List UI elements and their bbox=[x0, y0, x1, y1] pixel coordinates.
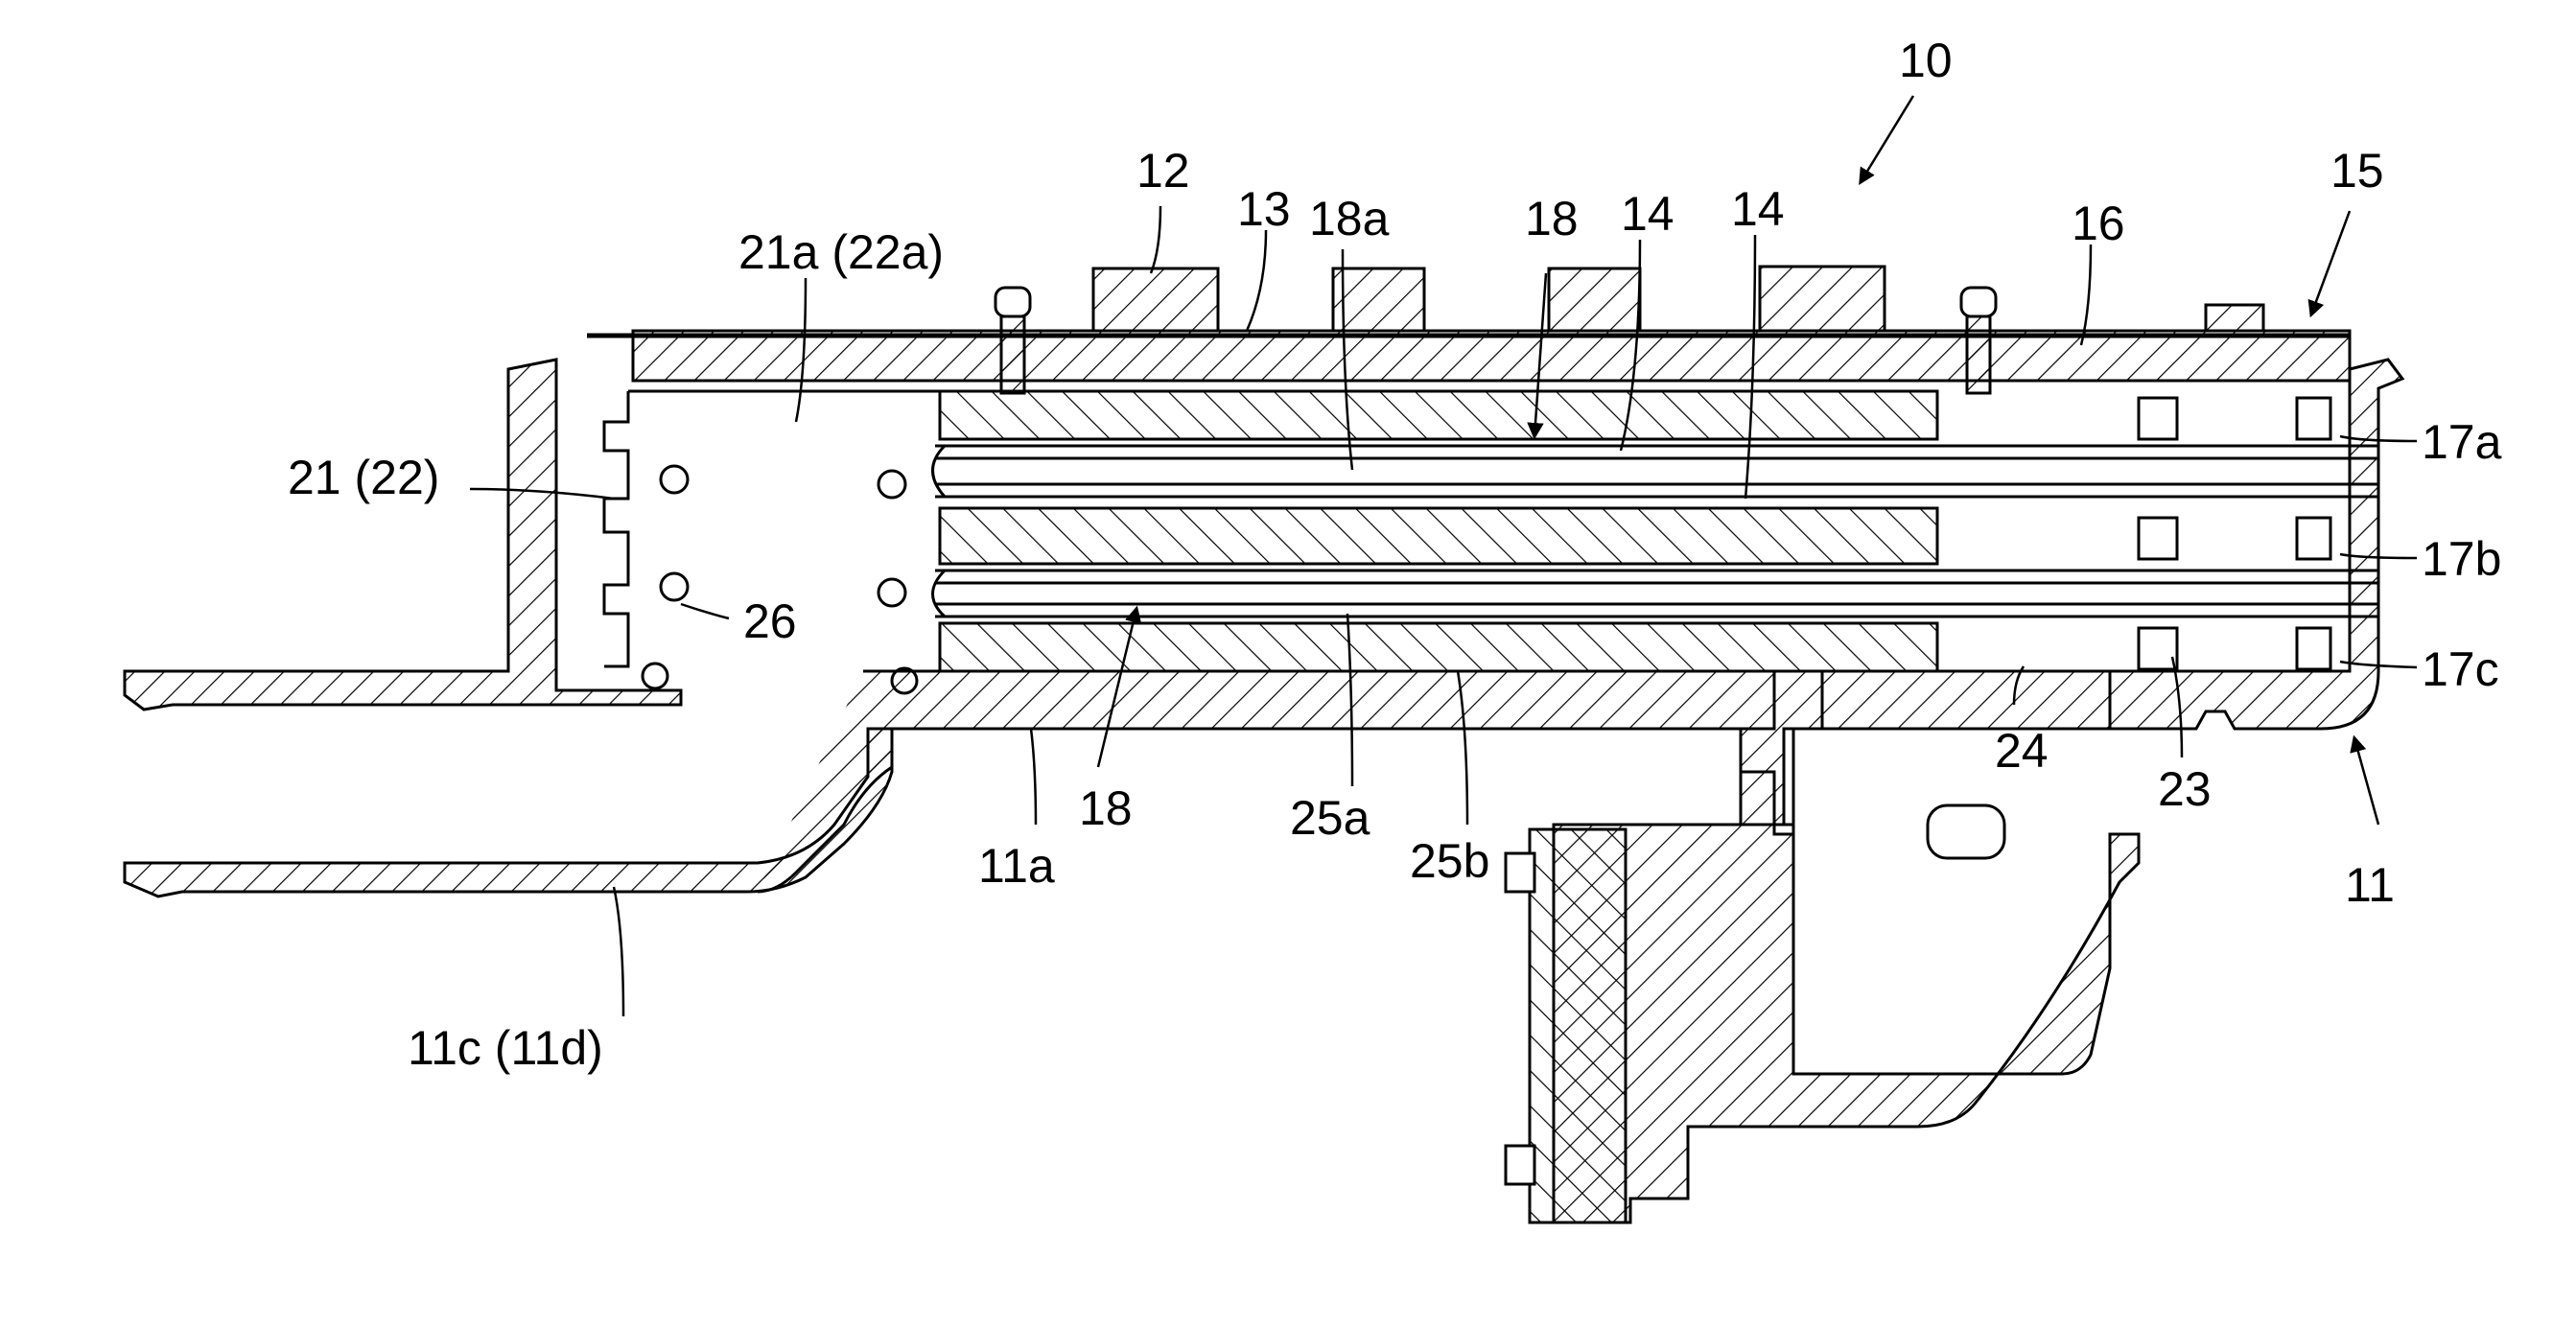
arm-upper-left bbox=[125, 360, 681, 710]
top-block-center bbox=[1333, 268, 1424, 331]
screw-right bbox=[1961, 288, 1996, 393]
seal-26-b bbox=[661, 573, 688, 600]
top-block-edge bbox=[2206, 305, 2263, 331]
label-17b: 17b bbox=[2422, 532, 2501, 586]
label-25a: 25a bbox=[1290, 791, 1370, 845]
leader-12 bbox=[1151, 206, 1160, 273]
top-block-right bbox=[1549, 268, 1640, 331]
spacer-17a-group bbox=[2139, 398, 2330, 439]
connector-face bbox=[1530, 829, 1626, 1222]
label-25b: 25b bbox=[1410, 834, 1489, 888]
label-21a: 21a (22a) bbox=[738, 225, 944, 279]
label-11a: 11a bbox=[978, 839, 1055, 893]
label-17a: 17a bbox=[2422, 415, 2502, 469]
label-26: 26 bbox=[743, 594, 797, 648]
top-block-far-right bbox=[1760, 267, 1885, 331]
leader-11 bbox=[2354, 738, 2378, 825]
label-21: 21 (22) bbox=[288, 451, 439, 504]
plate-block-lower bbox=[940, 623, 1937, 671]
label-14-b: 14 bbox=[1731, 182, 1785, 236]
label-18a: 18a bbox=[1309, 192, 1390, 245]
leader-13 bbox=[1247, 230, 1266, 331]
label-18-top: 18 bbox=[1525, 192, 1579, 245]
flex-wall-21 bbox=[604, 391, 628, 666]
cover-plate-16 bbox=[633, 331, 2350, 381]
connector-pin-bottom bbox=[1506, 1146, 1534, 1184]
plate-block-upper bbox=[940, 391, 1937, 439]
spacer-17c-group bbox=[2139, 628, 2330, 669]
leader-11a bbox=[1031, 729, 1036, 825]
connector-housing bbox=[1554, 825, 2139, 1222]
spacer-17b-group bbox=[2139, 518, 2330, 559]
label-11c: 11c (11d) bbox=[408, 1021, 603, 1075]
connector-pin-top bbox=[1506, 853, 1534, 892]
label-23: 23 bbox=[2158, 762, 2212, 816]
top-block-12 bbox=[1093, 268, 1218, 331]
seal-upper bbox=[878, 471, 905, 498]
label-12: 12 bbox=[1136, 144, 1190, 198]
label-18-bottom: 18 bbox=[1079, 781, 1133, 835]
label-13: 13 bbox=[1237, 182, 1291, 236]
plate-block-middle bbox=[940, 508, 1937, 564]
label-14-a: 14 bbox=[1621, 187, 1674, 241]
leader-26 bbox=[681, 604, 729, 618]
connector-slot bbox=[1928, 805, 2004, 858]
plate-end-lower bbox=[933, 570, 946, 617]
leader-10 bbox=[1861, 96, 1913, 182]
label-10: 10 bbox=[1899, 34, 1953, 87]
label-16: 16 bbox=[2072, 197, 2125, 250]
label-15: 15 bbox=[2330, 144, 2384, 198]
arm-11c bbox=[125, 729, 892, 896]
label-24: 24 bbox=[1995, 724, 2049, 778]
label-17c: 17c bbox=[2422, 642, 2499, 696]
seal-26-c bbox=[643, 664, 667, 688]
label-11: 11 bbox=[2345, 858, 2395, 912]
leader-11c bbox=[614, 887, 623, 1016]
seal-26-a bbox=[661, 466, 688, 493]
leader-15 bbox=[2311, 211, 2350, 314]
plate-end-upper bbox=[933, 446, 946, 497]
screw-left bbox=[995, 288, 1030, 393]
seal-lower bbox=[878, 579, 905, 606]
